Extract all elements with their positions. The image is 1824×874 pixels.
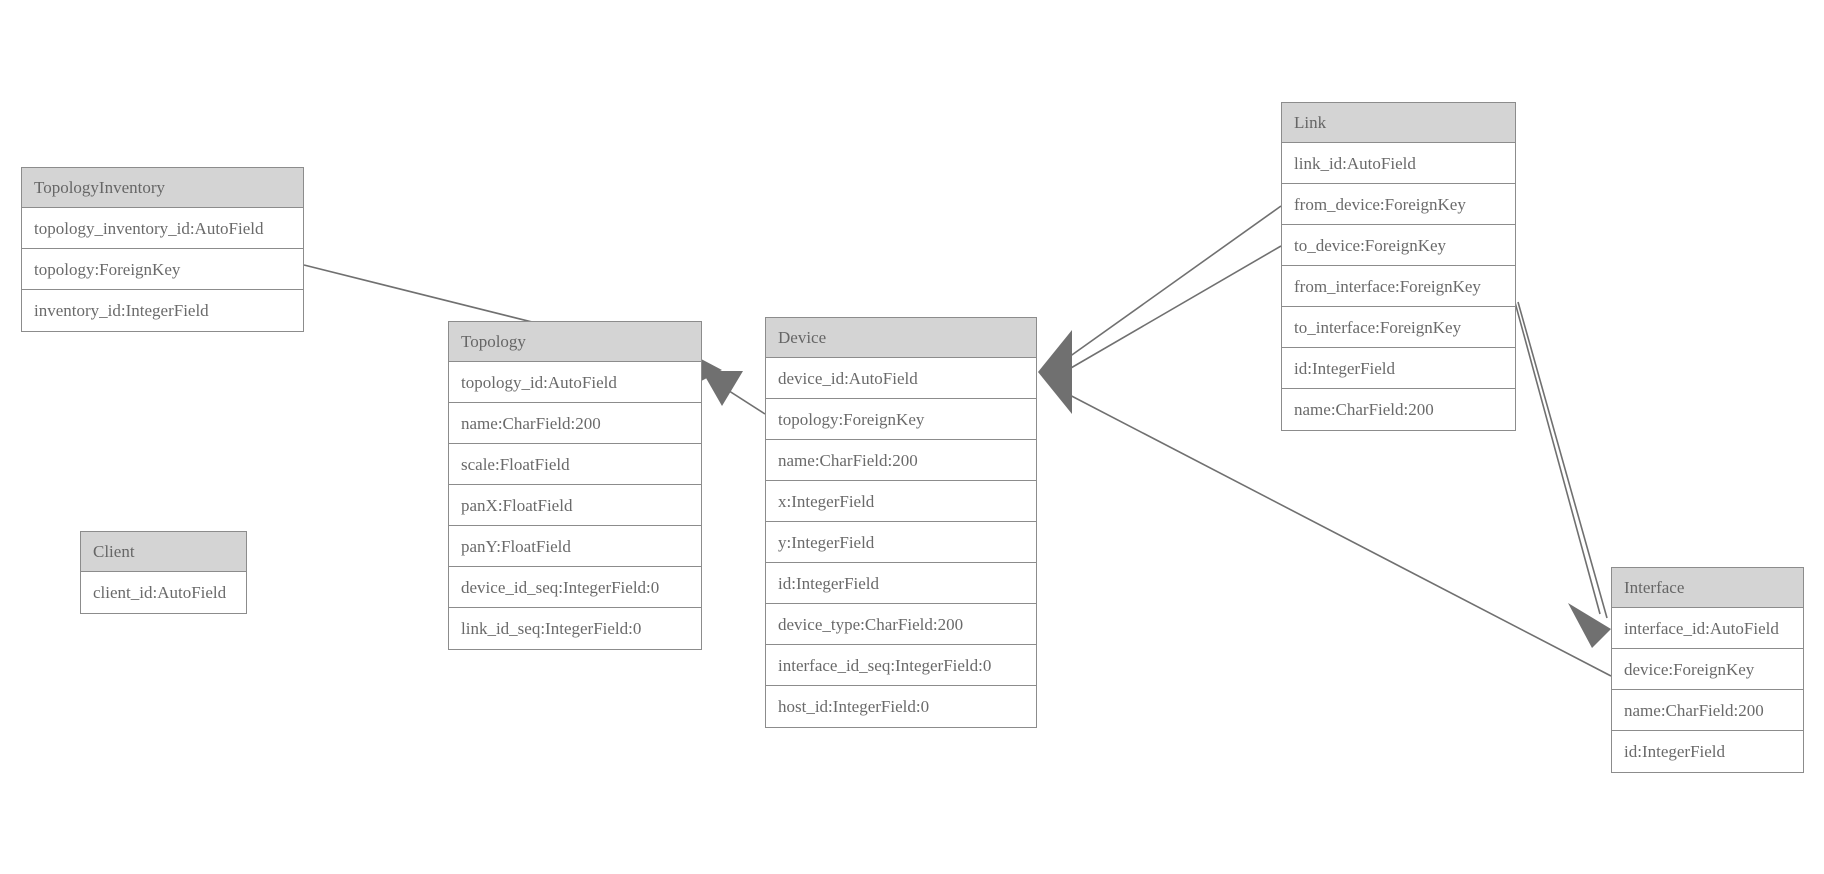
field-row[interactable]: name:CharField:200	[1282, 389, 1515, 430]
entity-fields-device: device_id:AutoField topology:ForeignKey …	[766, 358, 1036, 727]
field-row[interactable]: inventory_id:IntegerField	[22, 290, 303, 331]
entity-title-device: Device	[766, 318, 1036, 358]
entity-title-interface: Interface	[1612, 568, 1803, 608]
field-row[interactable]: id:IntegerField	[766, 563, 1036, 604]
field-row[interactable]: panY:FloatField	[449, 526, 701, 567]
field-row[interactable]: topology:ForeignKey	[766, 399, 1036, 440]
field-row[interactable]: scale:FloatField	[449, 444, 701, 485]
arrowhead-topology-from-device	[702, 371, 743, 406]
entity-fields-interface: interface_id:AutoField device:ForeignKey…	[1612, 608, 1803, 772]
field-row[interactable]: host_id:IntegerField:0	[766, 686, 1036, 727]
arrowhead-device-upper	[1038, 330, 1072, 372]
edge-device-topology	[711, 379, 766, 415]
field-row[interactable]: interface_id_seq:IntegerField:0	[766, 645, 1036, 686]
field-row[interactable]: device_type:CharField:200	[766, 604, 1036, 645]
entity-link[interactable]: Link link_id:AutoField from_device:Forei…	[1281, 102, 1516, 431]
edge-link-from-interface	[1509, 283, 1601, 615]
arrowhead-device-lower	[1038, 372, 1072, 414]
field-row[interactable]: topology_inventory_id:AutoField	[22, 208, 303, 249]
field-row[interactable]: to_interface:ForeignKey	[1282, 307, 1515, 348]
entity-client[interactable]: Client client_id:AutoField	[80, 531, 247, 614]
field-row[interactable]: name:CharField:200	[449, 403, 701, 444]
field-row[interactable]: name:CharField:200	[1612, 690, 1803, 731]
field-row[interactable]: device_id_seq:IntegerField:0	[449, 567, 701, 608]
entity-fields-client: client_id:AutoField	[81, 572, 246, 613]
edge-link-from-device	[1061, 205, 1282, 363]
field-row[interactable]: name:CharField:200	[766, 440, 1036, 481]
entity-title-client: Client	[81, 532, 246, 572]
field-row[interactable]: client_id:AutoField	[81, 572, 246, 613]
edge-link-to-interface	[1517, 301, 1608, 619]
entity-fields-topology: topology_id:AutoField name:CharField:200…	[449, 362, 701, 649]
field-row[interactable]: from_interface:ForeignKey	[1282, 266, 1515, 307]
entity-fields-link: link_id:AutoField from_device:ForeignKey…	[1282, 143, 1515, 430]
field-row[interactable]: panX:FloatField	[449, 485, 701, 526]
entity-topology-inventory[interactable]: TopologyInventory topology_inventory_id:…	[21, 167, 304, 332]
entity-device[interactable]: Device device_id:AutoField topology:Fore…	[765, 317, 1037, 728]
field-row[interactable]: device_id:AutoField	[766, 358, 1036, 399]
field-row[interactable]: x:IntegerField	[766, 481, 1036, 522]
field-row[interactable]: id:IntegerField	[1282, 348, 1515, 389]
field-row[interactable]: interface_id:AutoField	[1612, 608, 1803, 649]
field-row[interactable]: link_id_seq:IntegerField:0	[449, 608, 701, 649]
entity-topology[interactable]: Topology topology_id:AutoField name:Char…	[448, 321, 702, 650]
entity-fields-topology-inventory: topology_inventory_id:AutoField topology…	[22, 208, 303, 331]
field-row[interactable]: device:ForeignKey	[1612, 649, 1803, 690]
field-row[interactable]: topology_id:AutoField	[449, 362, 701, 403]
entity-title-link: Link	[1282, 103, 1515, 143]
field-row[interactable]: to_device:ForeignKey	[1282, 225, 1515, 266]
field-row[interactable]: link_id:AutoField	[1282, 143, 1515, 184]
entity-title-topology: Topology	[449, 322, 701, 362]
arrowhead-interface-from-link	[1568, 603, 1611, 648]
field-row[interactable]: from_device:ForeignKey	[1282, 184, 1515, 225]
entity-title-topology-inventory: TopologyInventory	[22, 168, 303, 208]
field-row[interactable]: y:IntegerField	[766, 522, 1036, 563]
field-row[interactable]: topology:ForeignKey	[22, 249, 303, 290]
field-row[interactable]: id:IntegerField	[1612, 731, 1803, 772]
entity-interface[interactable]: Interface interface_id:AutoField device:…	[1611, 567, 1804, 773]
edge-link-to-device	[1063, 245, 1282, 373]
edge-interface-device	[1059, 389, 1612, 677]
